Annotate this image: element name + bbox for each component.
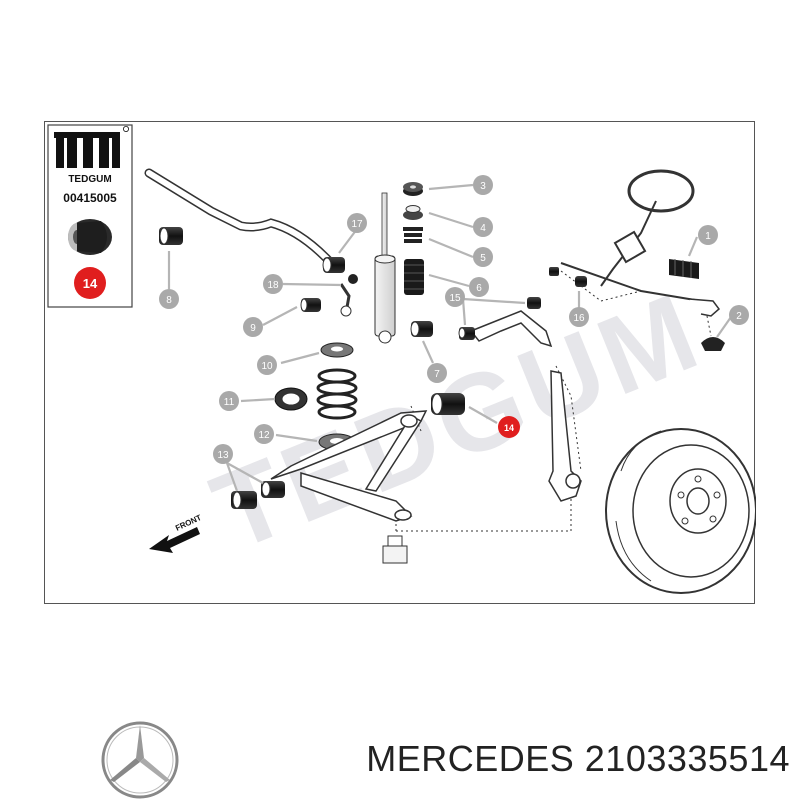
bushing-13b bbox=[261, 481, 285, 498]
tedgum-logo bbox=[54, 126, 130, 168]
callout-13: 13 bbox=[213, 444, 233, 464]
svg-text:5: 5 bbox=[480, 253, 486, 264]
svg-text:6: 6 bbox=[476, 283, 482, 294]
callout-16: 16 bbox=[569, 307, 589, 327]
tedgum-brand-label: TEDGUM bbox=[68, 174, 111, 185]
callout-5: 5 bbox=[473, 247, 493, 267]
bushing-13a bbox=[231, 491, 257, 509]
strut-mount-parts bbox=[403, 182, 424, 295]
tedgum-info-box: TEDGUM 00415005 14 bbox=[47, 124, 133, 308]
svg-text:17: 17 bbox=[351, 219, 363, 230]
highlight-badge-label: 14 bbox=[83, 276, 98, 291]
svg-text:15: 15 bbox=[449, 293, 461, 304]
svg-text:10: 10 bbox=[261, 361, 273, 372]
callout-14: 14 bbox=[498, 416, 520, 438]
bushing-7 bbox=[410, 321, 433, 337]
svg-text:11: 11 bbox=[224, 397, 235, 408]
svg-text:14: 14 bbox=[504, 423, 514, 433]
bushing-15a bbox=[458, 327, 475, 340]
diagram-frame: TEDGUM TEDGUM 00415005 14 bbox=[44, 121, 756, 604]
brand-name: MERCEDES bbox=[366, 738, 575, 779]
stabilizer-link-18 bbox=[339, 274, 358, 317]
upper-control-arm bbox=[469, 310, 553, 348]
bushing-15b bbox=[527, 297, 541, 309]
lower-control-arm bbox=[270, 410, 428, 522]
spring-seats bbox=[318, 342, 356, 451]
svg-text:3: 3 bbox=[480, 181, 486, 192]
callout-10: 10 bbox=[257, 355, 277, 375]
steering-knuckle bbox=[548, 370, 582, 502]
callout-15: 15 bbox=[445, 287, 465, 307]
svg-text:9: 9 bbox=[250, 323, 256, 334]
callout-6: 6 bbox=[469, 277, 489, 297]
coil-spring bbox=[316, 368, 358, 420]
bushing-8 bbox=[159, 227, 183, 245]
steering-boot bbox=[669, 259, 699, 279]
front-direction-arrow: FRONT bbox=[149, 513, 203, 553]
callout-3: 3 bbox=[473, 175, 493, 195]
callout-1: 1 bbox=[698, 225, 718, 245]
callout-9: 9 bbox=[243, 317, 263, 337]
svg-text:8: 8 bbox=[166, 295, 172, 306]
article-number: 00415005 bbox=[63, 191, 117, 205]
svg-text:2: 2 bbox=[736, 311, 742, 322]
callout-leaders bbox=[167, 183, 732, 492]
callout-4: 4 bbox=[473, 217, 493, 237]
bushing-product-photo bbox=[68, 219, 112, 255]
tie-rod-end bbox=[688, 298, 725, 351]
shock-absorber bbox=[374, 192, 396, 344]
bushing-9 bbox=[300, 298, 321, 312]
brand-row: MERCEDES 2103335514 bbox=[0, 700, 800, 800]
callout-2: 2 bbox=[729, 305, 749, 325]
bushing-14 bbox=[431, 393, 465, 415]
wheel-bearing bbox=[274, 387, 308, 411]
front-label: FRONT bbox=[174, 513, 203, 533]
callout-7: 7 bbox=[427, 363, 447, 383]
callout-17: 17 bbox=[347, 213, 367, 233]
callout-18: 18 bbox=[263, 274, 283, 294]
svg-text:1: 1 bbox=[705, 231, 711, 242]
part-number: 2103335514 bbox=[584, 738, 790, 779]
ball-joint bbox=[382, 535, 408, 564]
callouts: 1 2 3 4 5 6 7 8 9 10 11 12 13 14 15 16 1… bbox=[159, 175, 749, 464]
svg-text:13: 13 bbox=[217, 450, 229, 461]
svg-text:16: 16 bbox=[573, 313, 585, 324]
mercedes-star-icon bbox=[101, 721, 179, 799]
bushing-16 bbox=[549, 267, 587, 287]
svg-text:4: 4 bbox=[480, 223, 486, 234]
svg-text:7: 7 bbox=[434, 369, 440, 380]
svg-text:12: 12 bbox=[258, 430, 270, 441]
wheel-tyre bbox=[605, 428, 756, 594]
callout-8: 8 bbox=[159, 289, 179, 309]
highlight-badge bbox=[74, 267, 106, 299]
callout-11: 11 bbox=[219, 391, 239, 411]
bushing-17 bbox=[322, 257, 345, 273]
callout-12: 12 bbox=[254, 424, 274, 444]
suspension-diagram: TEDGUM TEDGUM 00415005 14 bbox=[47, 124, 756, 594]
bushings bbox=[159, 227, 587, 509]
stabilizer-bar bbox=[144, 168, 336, 268]
brand-title: MERCEDES 2103335514 bbox=[366, 738, 790, 780]
steering-linkage bbox=[560, 169, 702, 302]
svg-text:18: 18 bbox=[267, 280, 279, 291]
